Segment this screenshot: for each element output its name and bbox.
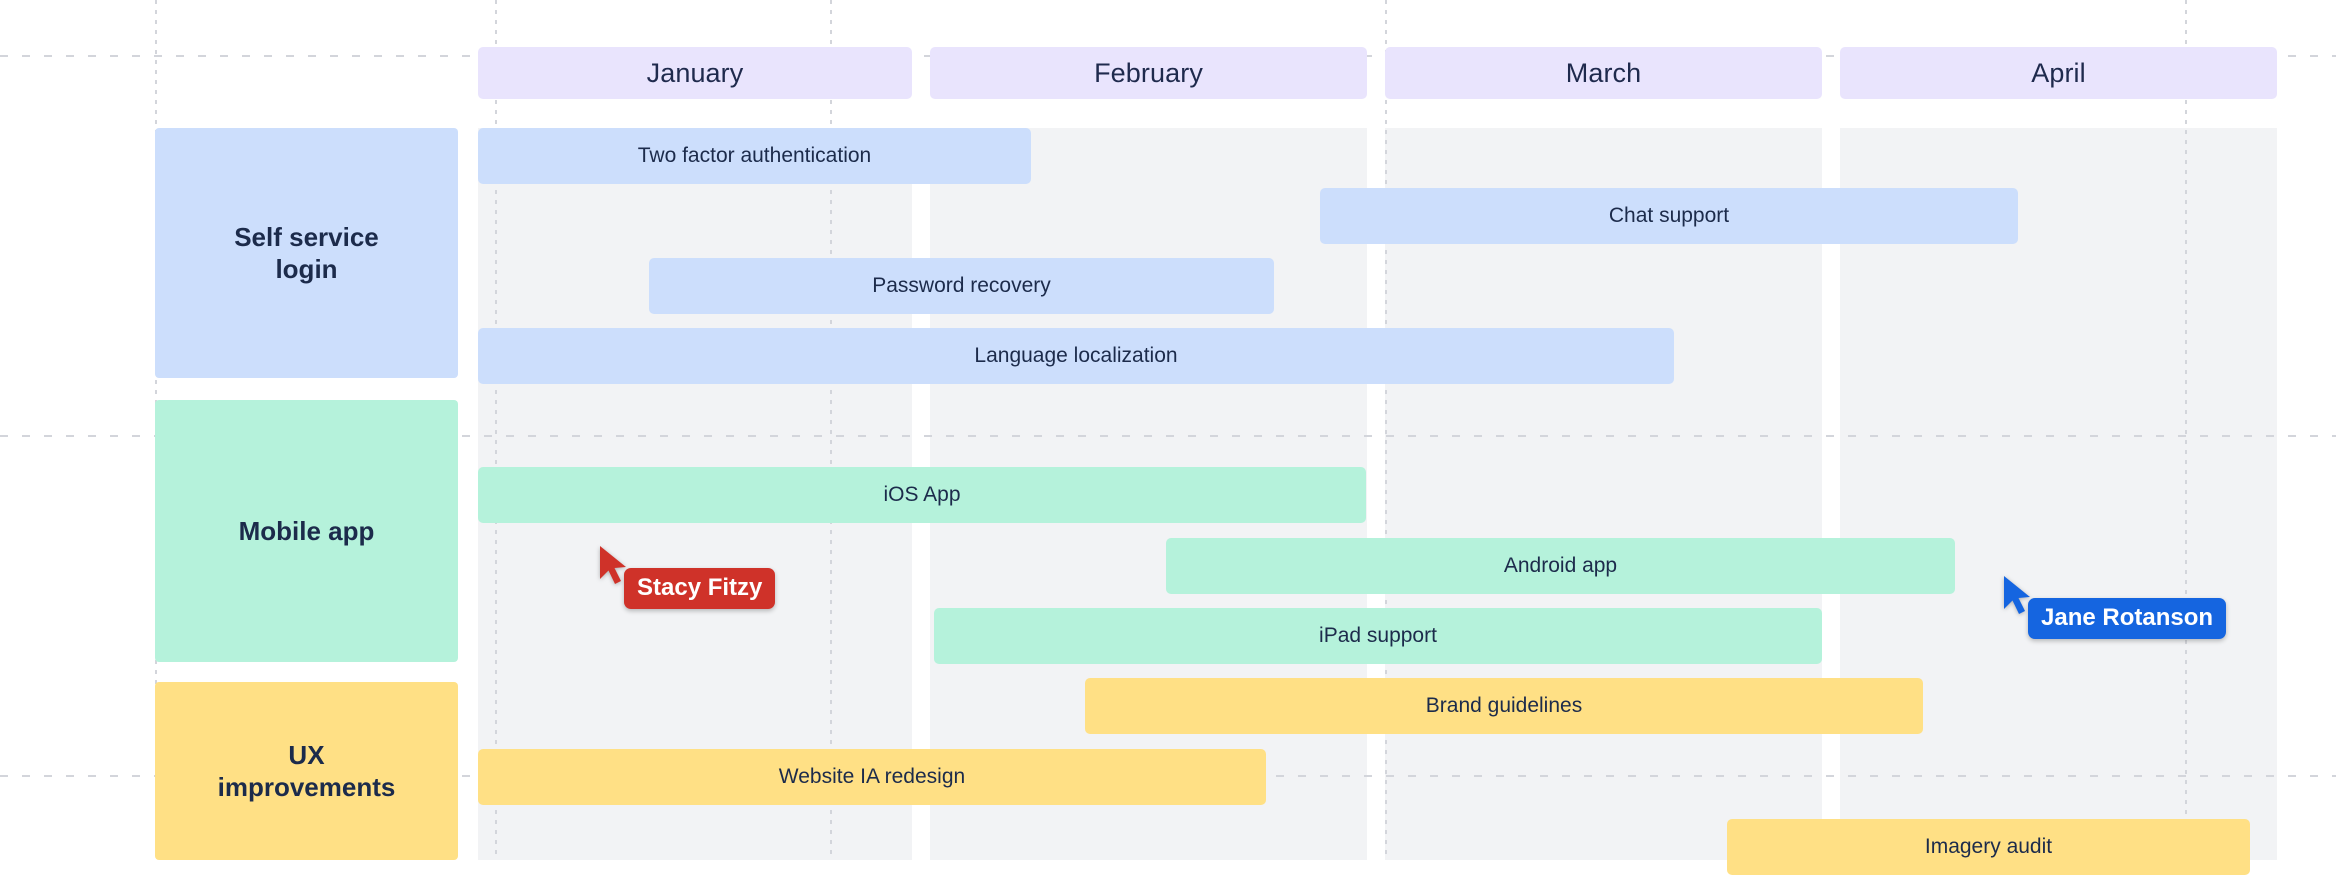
task-bar-imagery-audit[interactable]: Imagery audit [1727, 819, 2250, 875]
task-bar-website-ia-redesign[interactable]: Website IA redesign [478, 749, 1266, 805]
mouse-pointer-icon [2004, 576, 2030, 614]
task-bar-ipad-support[interactable]: iPad support [934, 608, 1822, 664]
month-header-february[interactable]: February [930, 47, 1367, 99]
vertical-guide-3 [1385, 0, 1387, 860]
month-header-april[interactable]: April [1840, 47, 2277, 99]
task-bar-language-localization[interactable]: Language localization [478, 328, 1674, 384]
vertical-guide-2 [830, 0, 832, 860]
horizontal-guide-1 [0, 435, 2336, 437]
vertical-guide-1 [495, 0, 497, 860]
task-bar-ios-app[interactable]: iOS App [478, 467, 1366, 523]
task-bar-brand-guidelines[interactable]: Brand guidelines [1085, 678, 1923, 734]
mouse-pointer-icon [600, 546, 626, 584]
task-bar-password-recovery[interactable]: Password recovery [649, 258, 1274, 314]
task-bar-two-factor-authentication[interactable]: Two factor authentication [478, 128, 1031, 184]
month-header-january[interactable]: January [478, 47, 912, 99]
month-column-april [1840, 128, 2277, 860]
month-header-march[interactable]: March [1385, 47, 1822, 99]
task-bar-android-app[interactable]: Android app [1166, 538, 1955, 594]
cursor-name-label: Jane Rotanson [2028, 598, 2227, 640]
month-column-march [1385, 128, 1822, 860]
swimlane-mobile-app[interactable]: Mobile app [155, 400, 458, 662]
cursor-name-label: Stacy Fitzy [624, 568, 776, 610]
task-bar-chat-support[interactable]: Chat support [1320, 188, 2018, 244]
vertical-guide-4 [2185, 0, 2187, 860]
